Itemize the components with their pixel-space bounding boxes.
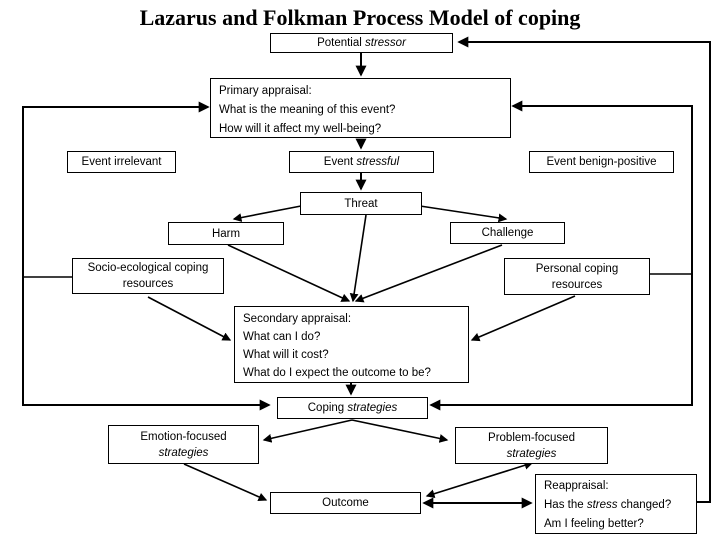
- node-event-stressful: Event stressful: [289, 151, 434, 173]
- node-line: strategies: [158, 446, 209, 459]
- arrow-left-rail-primary-coping: [22, 101, 271, 411]
- node-challenge: Challenge: [450, 222, 565, 244]
- arrow-threat-to-harm: [232, 205, 302, 222]
- node-primary-appraisal: Primary appraisal: What is the meaning o…: [210, 78, 511, 138]
- node-outcome: Outcome: [270, 492, 421, 514]
- node-line: Socio-ecological coping: [87, 262, 209, 274]
- node-line: What is the meaning of this event?: [219, 104, 396, 116]
- node-coping-strategies: Coping strategies: [277, 397, 428, 419]
- node-line: Personal coping: [535, 262, 619, 275]
- node-line: Secondary appraisal:: [243, 313, 352, 325]
- arrow-problem-outcome-double: [425, 461, 534, 498]
- arrow-challenge-to-secondary: [354, 244, 503, 303]
- node-line: Reappraisal:: [544, 480, 609, 492]
- node-line: What will it cost?: [243, 349, 329, 361]
- node-line: resources: [551, 278, 603, 291]
- node-label: Event stressful: [323, 156, 400, 168]
- node-line: resources: [122, 278, 174, 290]
- node-line: What do I expect the outcome to be?: [243, 367, 431, 379]
- node-label: Coping strategies: [307, 402, 398, 414]
- node-secondary-appraisal: Secondary appraisal: What can I do? What…: [234, 306, 469, 383]
- node-label: Challenge: [481, 227, 534, 239]
- node-event-benign-positive: Event benign-positive: [529, 151, 674, 173]
- arrow-coping-to-emotion: [262, 419, 353, 443]
- node-event-irrelevant: Event irrelevant: [67, 151, 176, 173]
- node-label: Event benign-positive: [546, 156, 657, 168]
- node-label: Event irrelevant: [81, 156, 162, 168]
- node-line: Emotion-focused: [140, 430, 227, 443]
- node-emotion-focused-strategies: Emotion-focused strategies: [108, 425, 259, 464]
- arrow-right-rail-primary-coping: [429, 100, 693, 411]
- node-socio-ecological-resources: Socio-ecological coping resources: [72, 258, 224, 294]
- node-problem-focused-strategies: Problem-focused strategies: [455, 427, 608, 464]
- node-line: What can I do?: [243, 331, 321, 343]
- arrow-harm-to-secondary: [227, 244, 351, 302]
- node-reappraisal: Reappraisal: Has the stress changed? Am …: [535, 474, 697, 534]
- node-label: Harm: [211, 227, 241, 240]
- arrow-coping-to-problem: [351, 419, 449, 443]
- node-line: Has the stress changed?: [544, 499, 672, 511]
- arrow-emotion-to-outcome: [183, 463, 268, 502]
- arrow-threat-to-challenge: [419, 205, 508, 223]
- arrow-personal-to-secondary: [470, 295, 576, 342]
- node-line: strategies: [506, 447, 557, 460]
- node-label: Potential stressor: [317, 37, 406, 49]
- arrow-threat-to-secondary: [349, 214, 367, 303]
- node-line: Problem-focused: [488, 431, 575, 444]
- node-line: Primary appraisal:: [219, 85, 312, 97]
- node-label: Outcome: [322, 497, 369, 509]
- arrow-reappraisal-to-stressor: [457, 36, 711, 503]
- node-potential-stressor: Potential stressor: [270, 33, 453, 53]
- arrow-socio-to-secondary: [147, 296, 232, 341]
- node-personal-coping-resources: Personal coping resources: [504, 258, 650, 295]
- node-line: Am I feeling better?: [544, 518, 644, 530]
- node-line: How will it affect my well-being?: [219, 123, 382, 135]
- node-label: Threat: [344, 197, 378, 210]
- node-threat: Threat: [300, 192, 422, 215]
- diagram-title: Lazarus and Folkman Process Model of cop…: [139, 5, 581, 30]
- node-harm: Harm: [168, 222, 284, 245]
